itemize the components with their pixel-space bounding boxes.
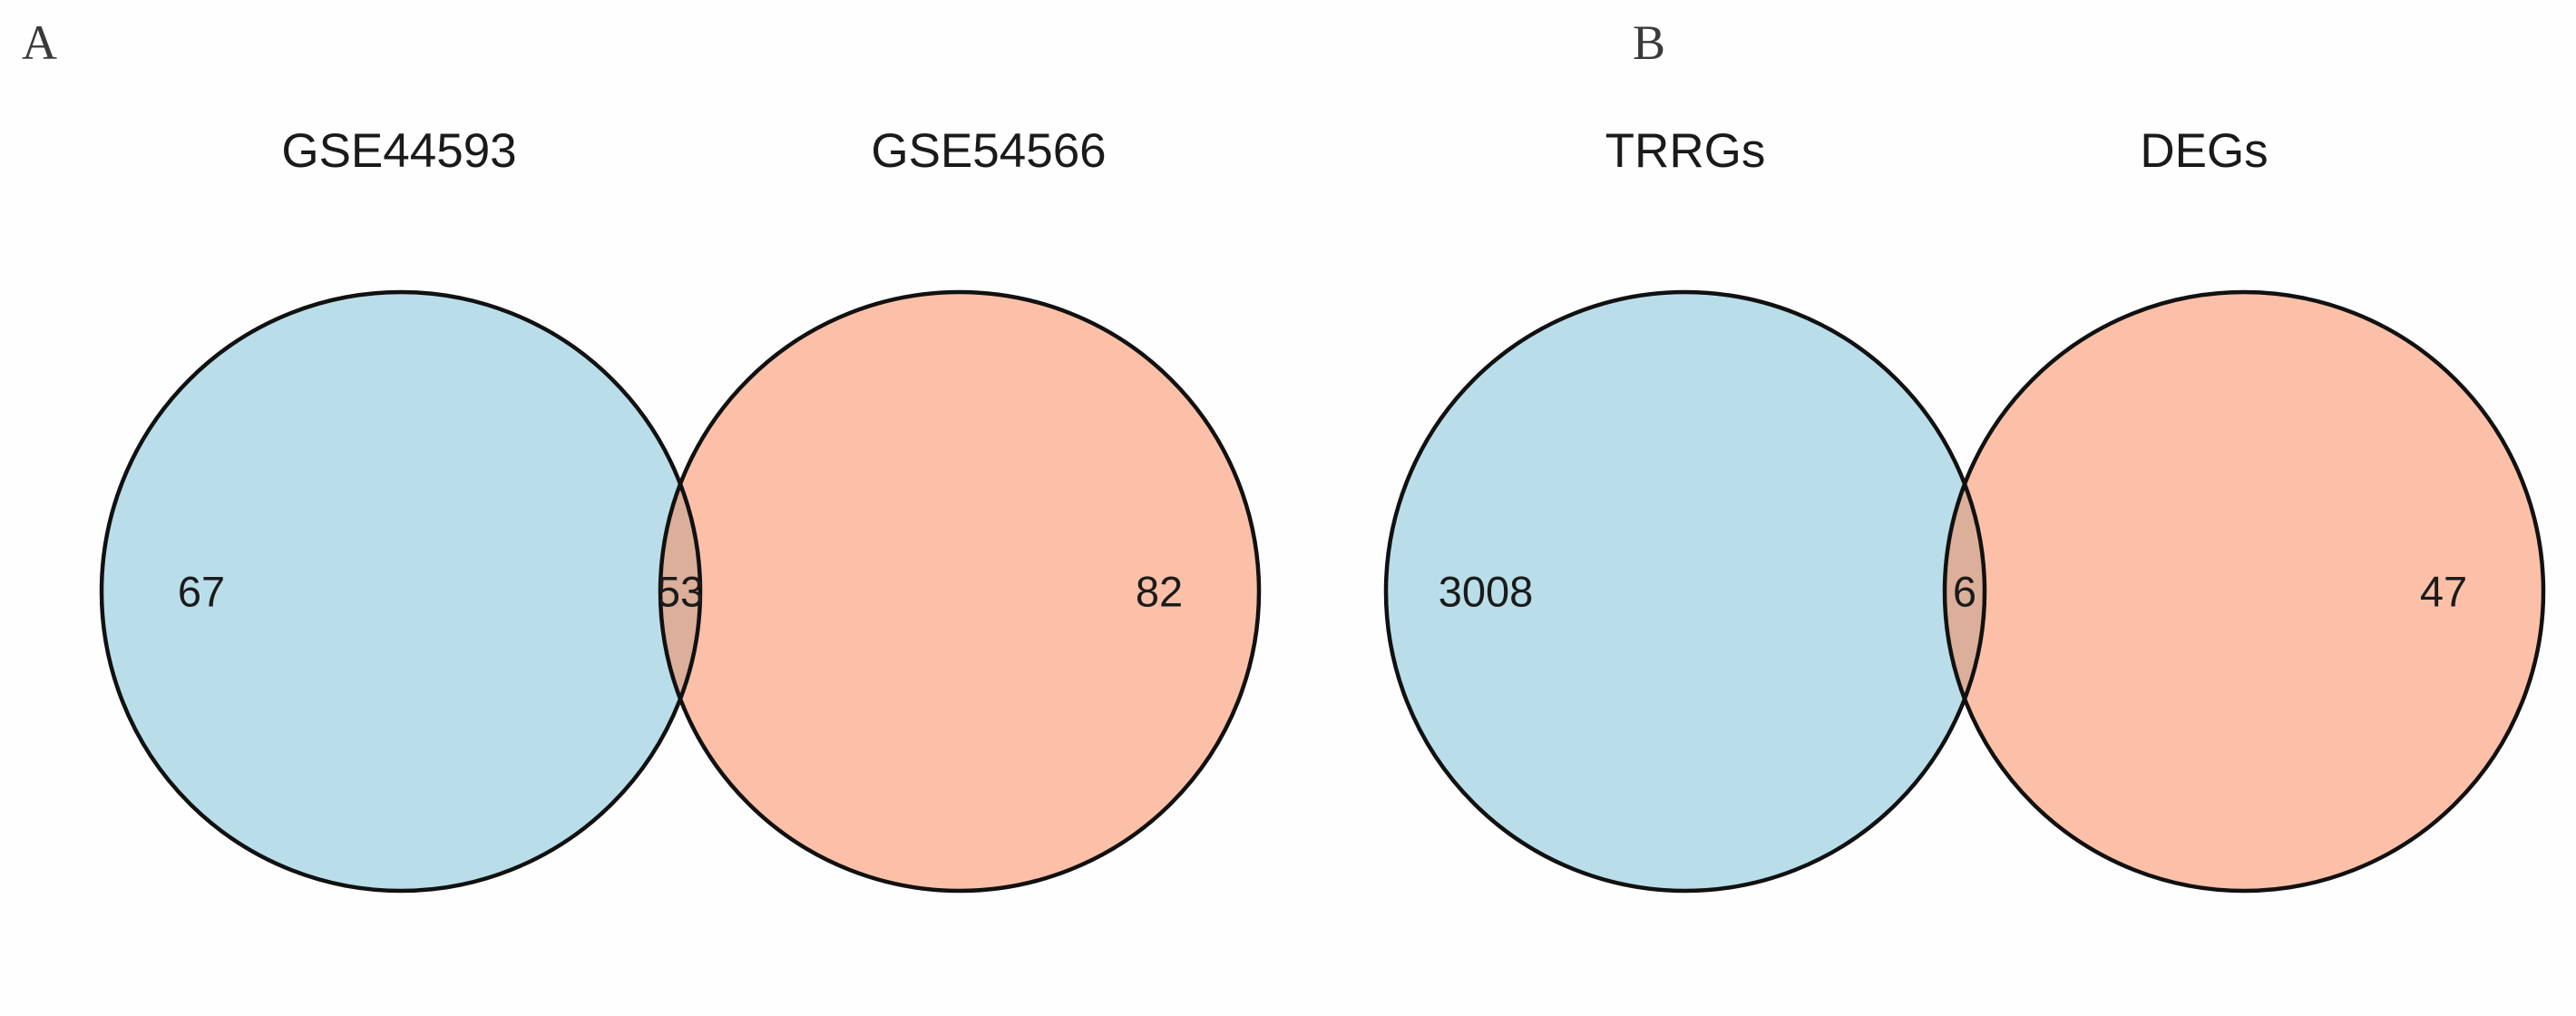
panel-b-venn-graphic [1383,289,2546,894]
panel-b-left-set-outline [1383,289,1987,894]
panel-a-venn-graphic [99,289,1262,894]
panel-a-left-set-title: GSE44593 [281,124,517,178]
panel-b-letter: B [1633,15,1666,70]
panel-b-left-set-title: TRRGs [1605,124,1766,178]
panel-a-right-set-circle [660,292,1259,891]
panel-b-left-set-circle [1386,292,1985,891]
panel-a-letter: A [22,15,58,70]
panel-b: B TRRGs DEGs 3008 6 47 [1324,0,2576,1016]
panel-a-right-set-title: GSE54566 [871,124,1107,178]
panel-a-left-set-circle [102,292,700,891]
panel-b-right-set-circle [1945,292,2543,891]
panel-b-right-set-title: DEGs [2140,124,2269,178]
panel-a: A GSE44593 GSE54566 67 53 82 [22,15,1262,894]
panel-a-right-set-outline [658,289,1262,894]
panel-a-left-set-outline [99,289,703,894]
panel-b-right-set-outline [1942,289,2546,894]
